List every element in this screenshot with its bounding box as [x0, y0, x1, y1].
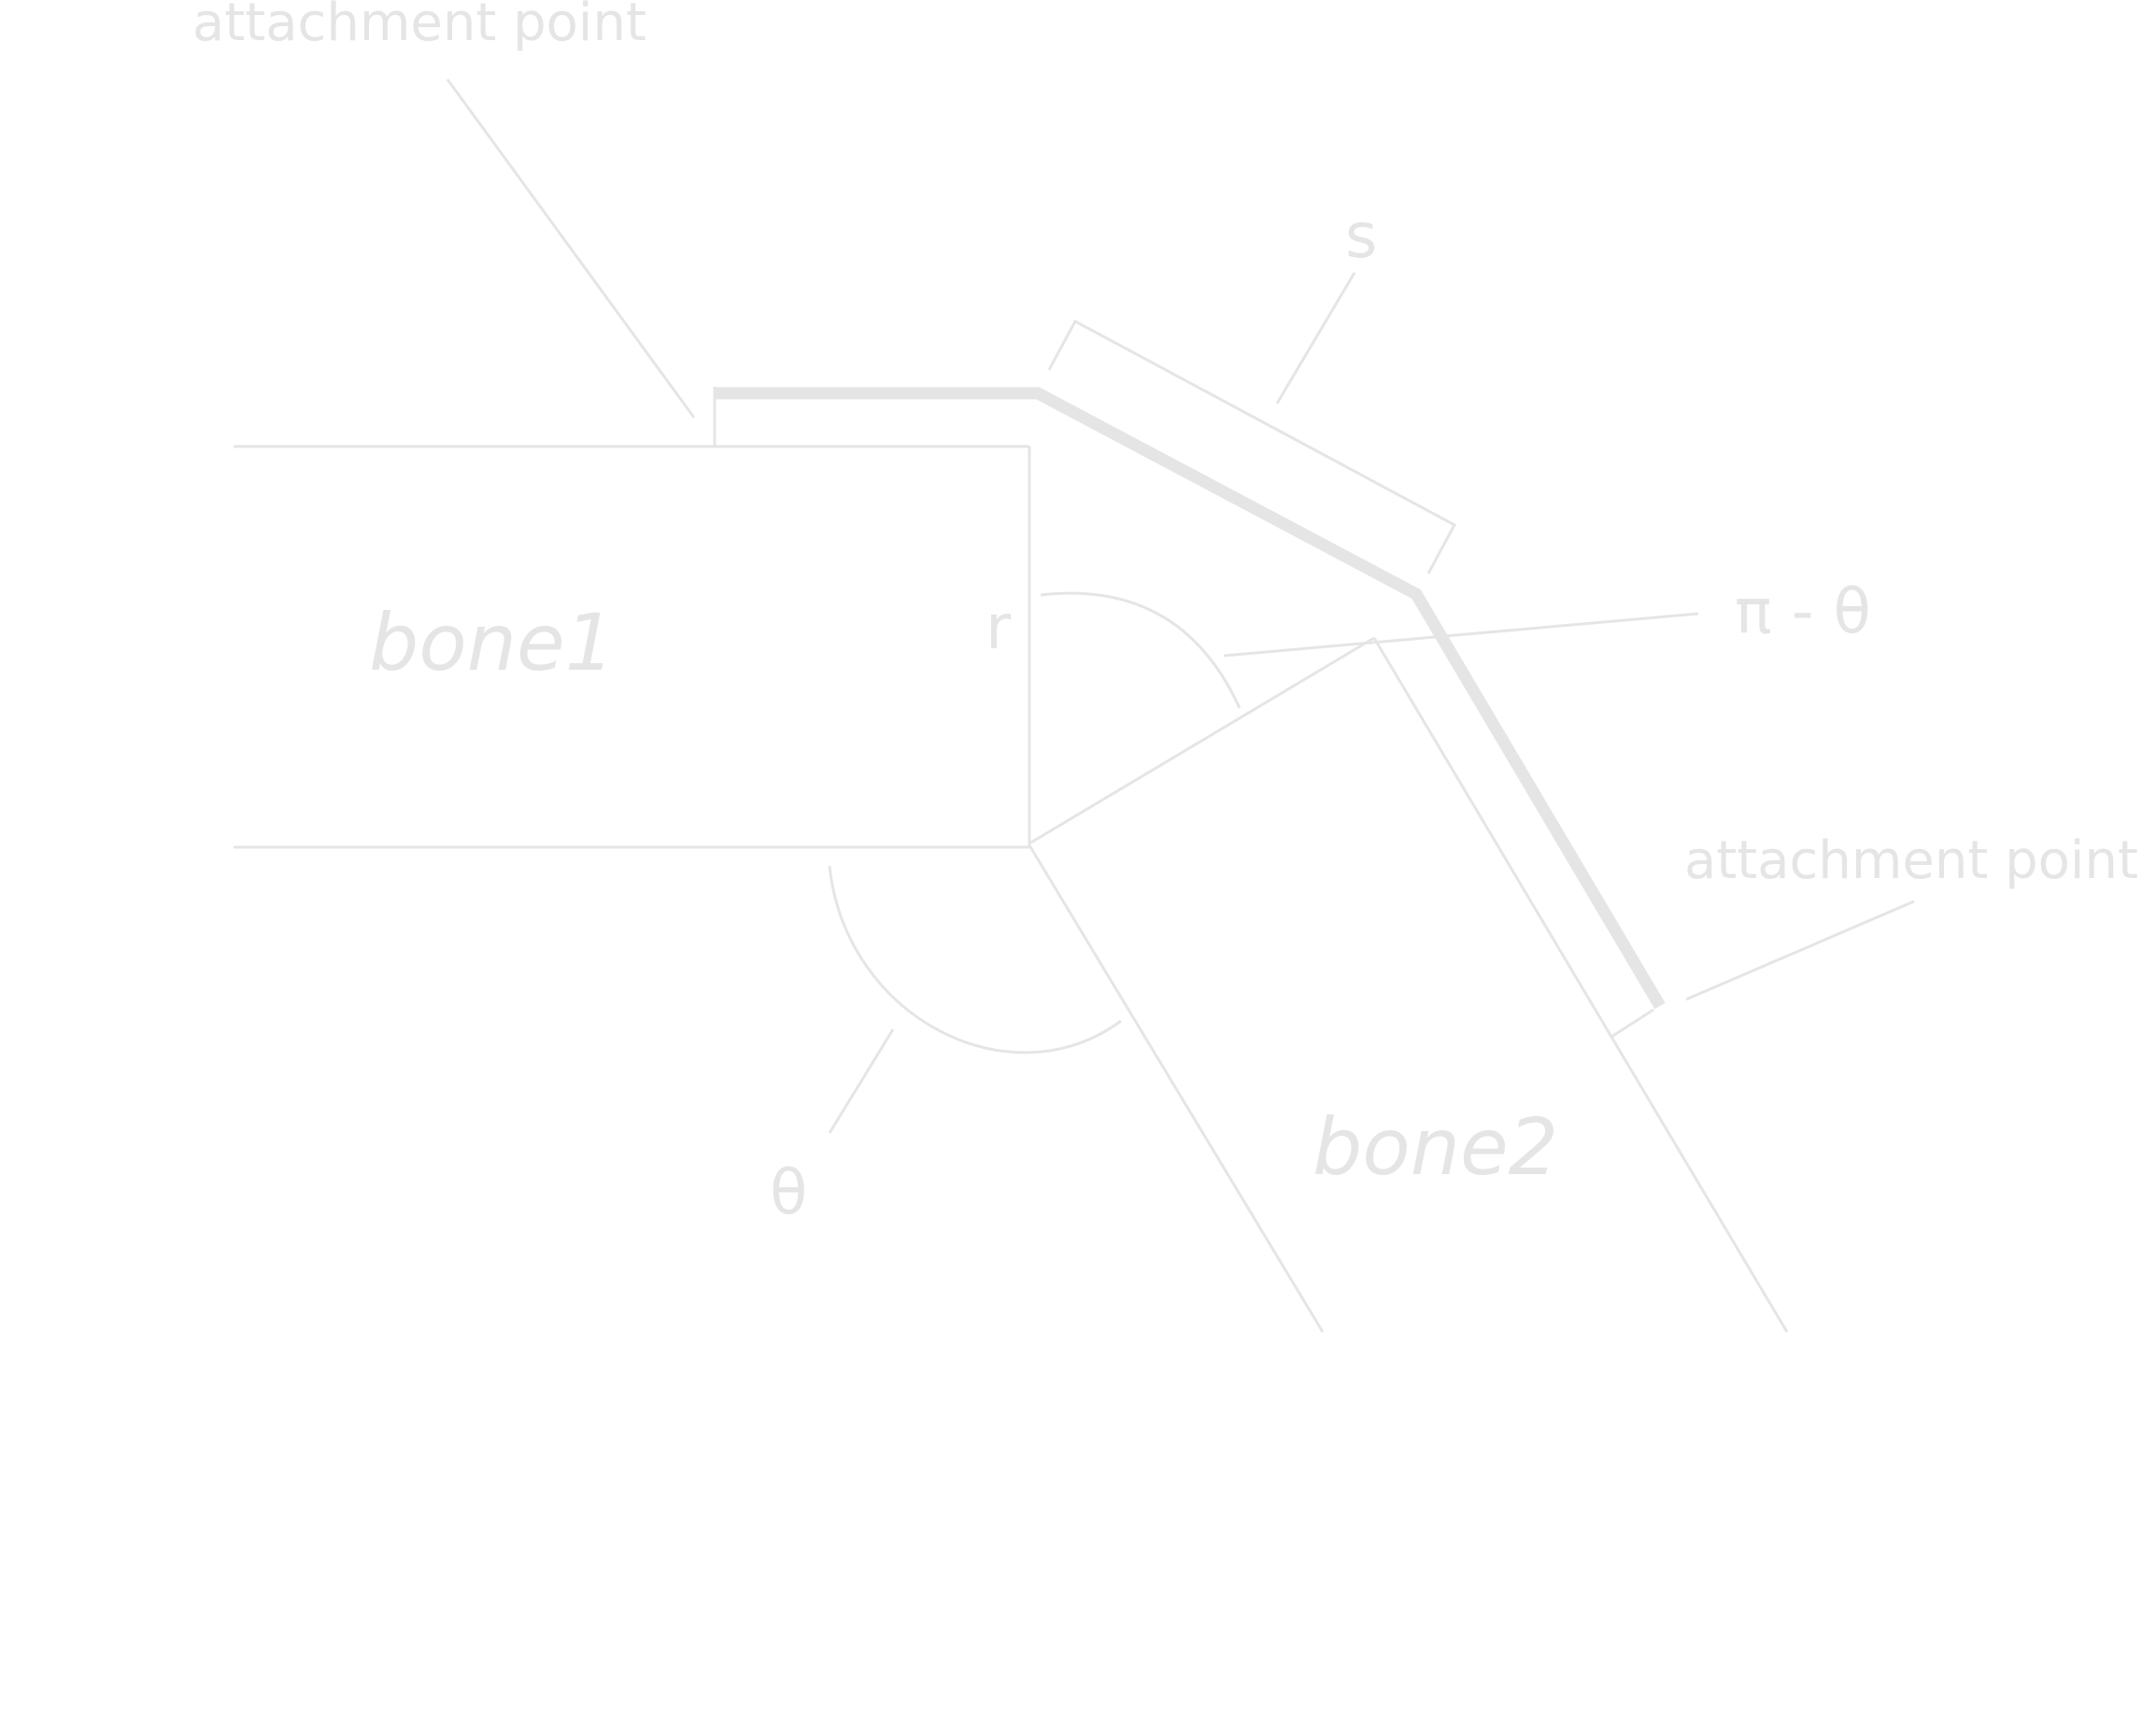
bone2-upper-edge	[1372, 637, 1789, 1333]
s-leader	[1275, 272, 1356, 404]
theta-arc	[828, 865, 1122, 1055]
bone2-end-edge	[1028, 636, 1375, 845]
pi-minus-theta-label: π - θ	[1735, 575, 1871, 647]
cable	[713, 387, 1666, 1039]
attachment-point-1-label: attachment point	[192, 0, 646, 53]
r-dimension	[1040, 591, 1241, 709]
theta-label: θ	[770, 1156, 807, 1228]
cable-path	[715, 387, 1666, 1010]
pi-minus-theta-dimension	[1223, 612, 1699, 658]
r-label: r	[986, 591, 1012, 663]
cable-end-tick	[1610, 1008, 1654, 1039]
bone2-label: bone2	[1312, 1101, 1558, 1193]
bone1-label: bone1	[369, 597, 615, 688]
bone2-lower-edge	[1028, 844, 1325, 1333]
bone1-shape	[234, 445, 1031, 849]
s-label: s	[1345, 200, 1377, 272]
attachment-point-2-leader	[1685, 899, 1915, 1001]
theta-dimension	[828, 865, 1122, 1134]
s-dimension	[1047, 272, 1457, 574]
attachment-leaders	[446, 78, 1915, 1001]
attachment-point-1-leader	[446, 78, 696, 418]
attachment-point-2-label: attachment point	[1684, 830, 2138, 891]
r-arc	[1040, 591, 1241, 709]
theta-leader	[828, 1028, 895, 1134]
pi-minus-theta-leader	[1223, 612, 1699, 658]
s-bracket	[1047, 319, 1457, 574]
bone2-shape	[1028, 636, 1789, 1333]
